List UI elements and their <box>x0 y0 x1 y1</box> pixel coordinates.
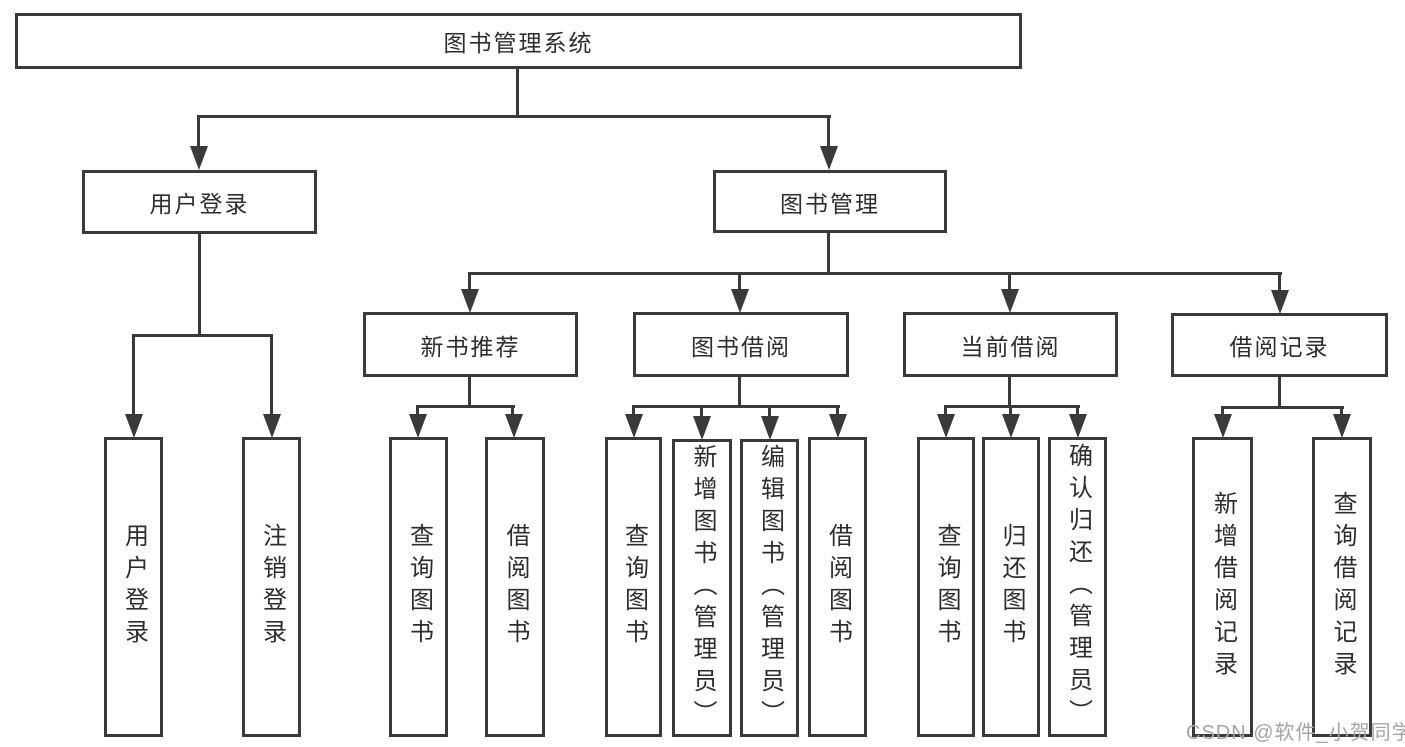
leaf-query-book-borrow: 查询图书 <box>605 437 662 737</box>
arrow-down-icon <box>1271 290 1289 314</box>
arrow-down-icon <box>820 146 838 170</box>
connector-line <box>768 405 771 417</box>
leaf-edit-book-admin: 编辑图书（管理员） <box>740 439 799 737</box>
connector-line <box>1008 272 1011 292</box>
connector-line <box>511 405 514 417</box>
arrow-down-icon <box>408 414 427 438</box>
connector-line <box>944 405 947 417</box>
connector-line <box>1076 405 1079 417</box>
arrow-down-icon <box>189 146 208 170</box>
arrow-down-icon <box>1001 414 1020 438</box>
node-book-borrow: 图书借阅 <box>633 312 849 377</box>
connector-line <box>827 115 830 150</box>
connector-line <box>1221 406 1344 409</box>
arrow-down-icon <box>461 289 479 313</box>
connector-line <box>468 272 1282 275</box>
connector-line <box>1009 405 1012 417</box>
node-current-borrow: 当前借阅 <box>903 312 1118 377</box>
arrow-down-icon <box>262 414 281 438</box>
leaf-borrow-book-recommend: 借阅图书 <box>485 437 545 737</box>
leaf-user-login: 用户登录 <box>104 437 163 737</box>
connector-line <box>632 405 840 408</box>
connector-line <box>416 405 419 417</box>
node-borrow-records: 借阅记录 <box>1171 313 1388 377</box>
connector-line <box>270 334 273 416</box>
connector-line <box>1008 377 1011 408</box>
connector-line <box>632 405 635 417</box>
leaf-return-book: 归还图书 <box>982 437 1040 737</box>
connector-line <box>468 272 471 292</box>
connector-line <box>198 233 201 337</box>
connector-line <box>944 405 1080 408</box>
arrow-down-icon <box>936 414 955 438</box>
connector-line <box>738 377 741 408</box>
arrow-down-icon <box>1332 414 1351 438</box>
connector-line <box>416 405 515 408</box>
connector-line <box>132 334 273 337</box>
arrow-down-icon <box>504 414 523 438</box>
arrow-down-icon <box>1001 289 1019 313</box>
connector-line <box>738 272 741 292</box>
connector-line <box>468 377 471 408</box>
connector-line <box>700 405 703 417</box>
connector-line <box>1340 406 1343 417</box>
arrow-down-icon <box>1068 414 1087 438</box>
node-user-login: 用户登录 <box>82 170 317 234</box>
connector-line <box>197 115 200 150</box>
leaf-confirm-return-admin: 确认归还（管理员） <box>1048 437 1107 737</box>
connector-line <box>1278 377 1281 408</box>
leaf-query-borrow-record: 查询借阅记录 <box>1312 437 1372 737</box>
node-library-management-system: 图书管理系统 <box>15 13 1022 69</box>
arrow-down-icon <box>624 414 643 438</box>
leaf-borrow-book-borrow: 借阅图书 <box>808 437 867 737</box>
connector-line <box>827 232 830 275</box>
arrow-down-icon <box>731 289 749 313</box>
leaf-query-book-recommend: 查询图书 <box>389 437 448 737</box>
arrow-down-icon <box>692 416 711 440</box>
leaf-add-book-admin: 新增图书（管理员） <box>672 439 732 737</box>
connector-line <box>1278 272 1281 292</box>
leaf-add-borrow-record: 新增借阅记录 <box>1192 437 1253 737</box>
node-book-management: 图书管理 <box>713 170 947 233</box>
arrow-down-icon <box>1213 414 1232 438</box>
connector-line <box>516 68 519 118</box>
arrow-down-icon <box>828 414 847 438</box>
connector-line <box>1221 406 1224 417</box>
arrow-down-icon <box>124 414 143 438</box>
watermark: CSDN @软件_小贺同学 <box>1186 722 1405 744</box>
leaf-query-book-current: 查询图书 <box>917 437 975 737</box>
connector-line <box>836 405 839 417</box>
node-new-book-recommend: 新书推荐 <box>363 312 578 377</box>
connector-line <box>197 115 831 118</box>
leaf-logout: 注销登录 <box>242 437 301 737</box>
connector-line <box>132 334 135 416</box>
arrow-down-icon <box>760 416 779 440</box>
